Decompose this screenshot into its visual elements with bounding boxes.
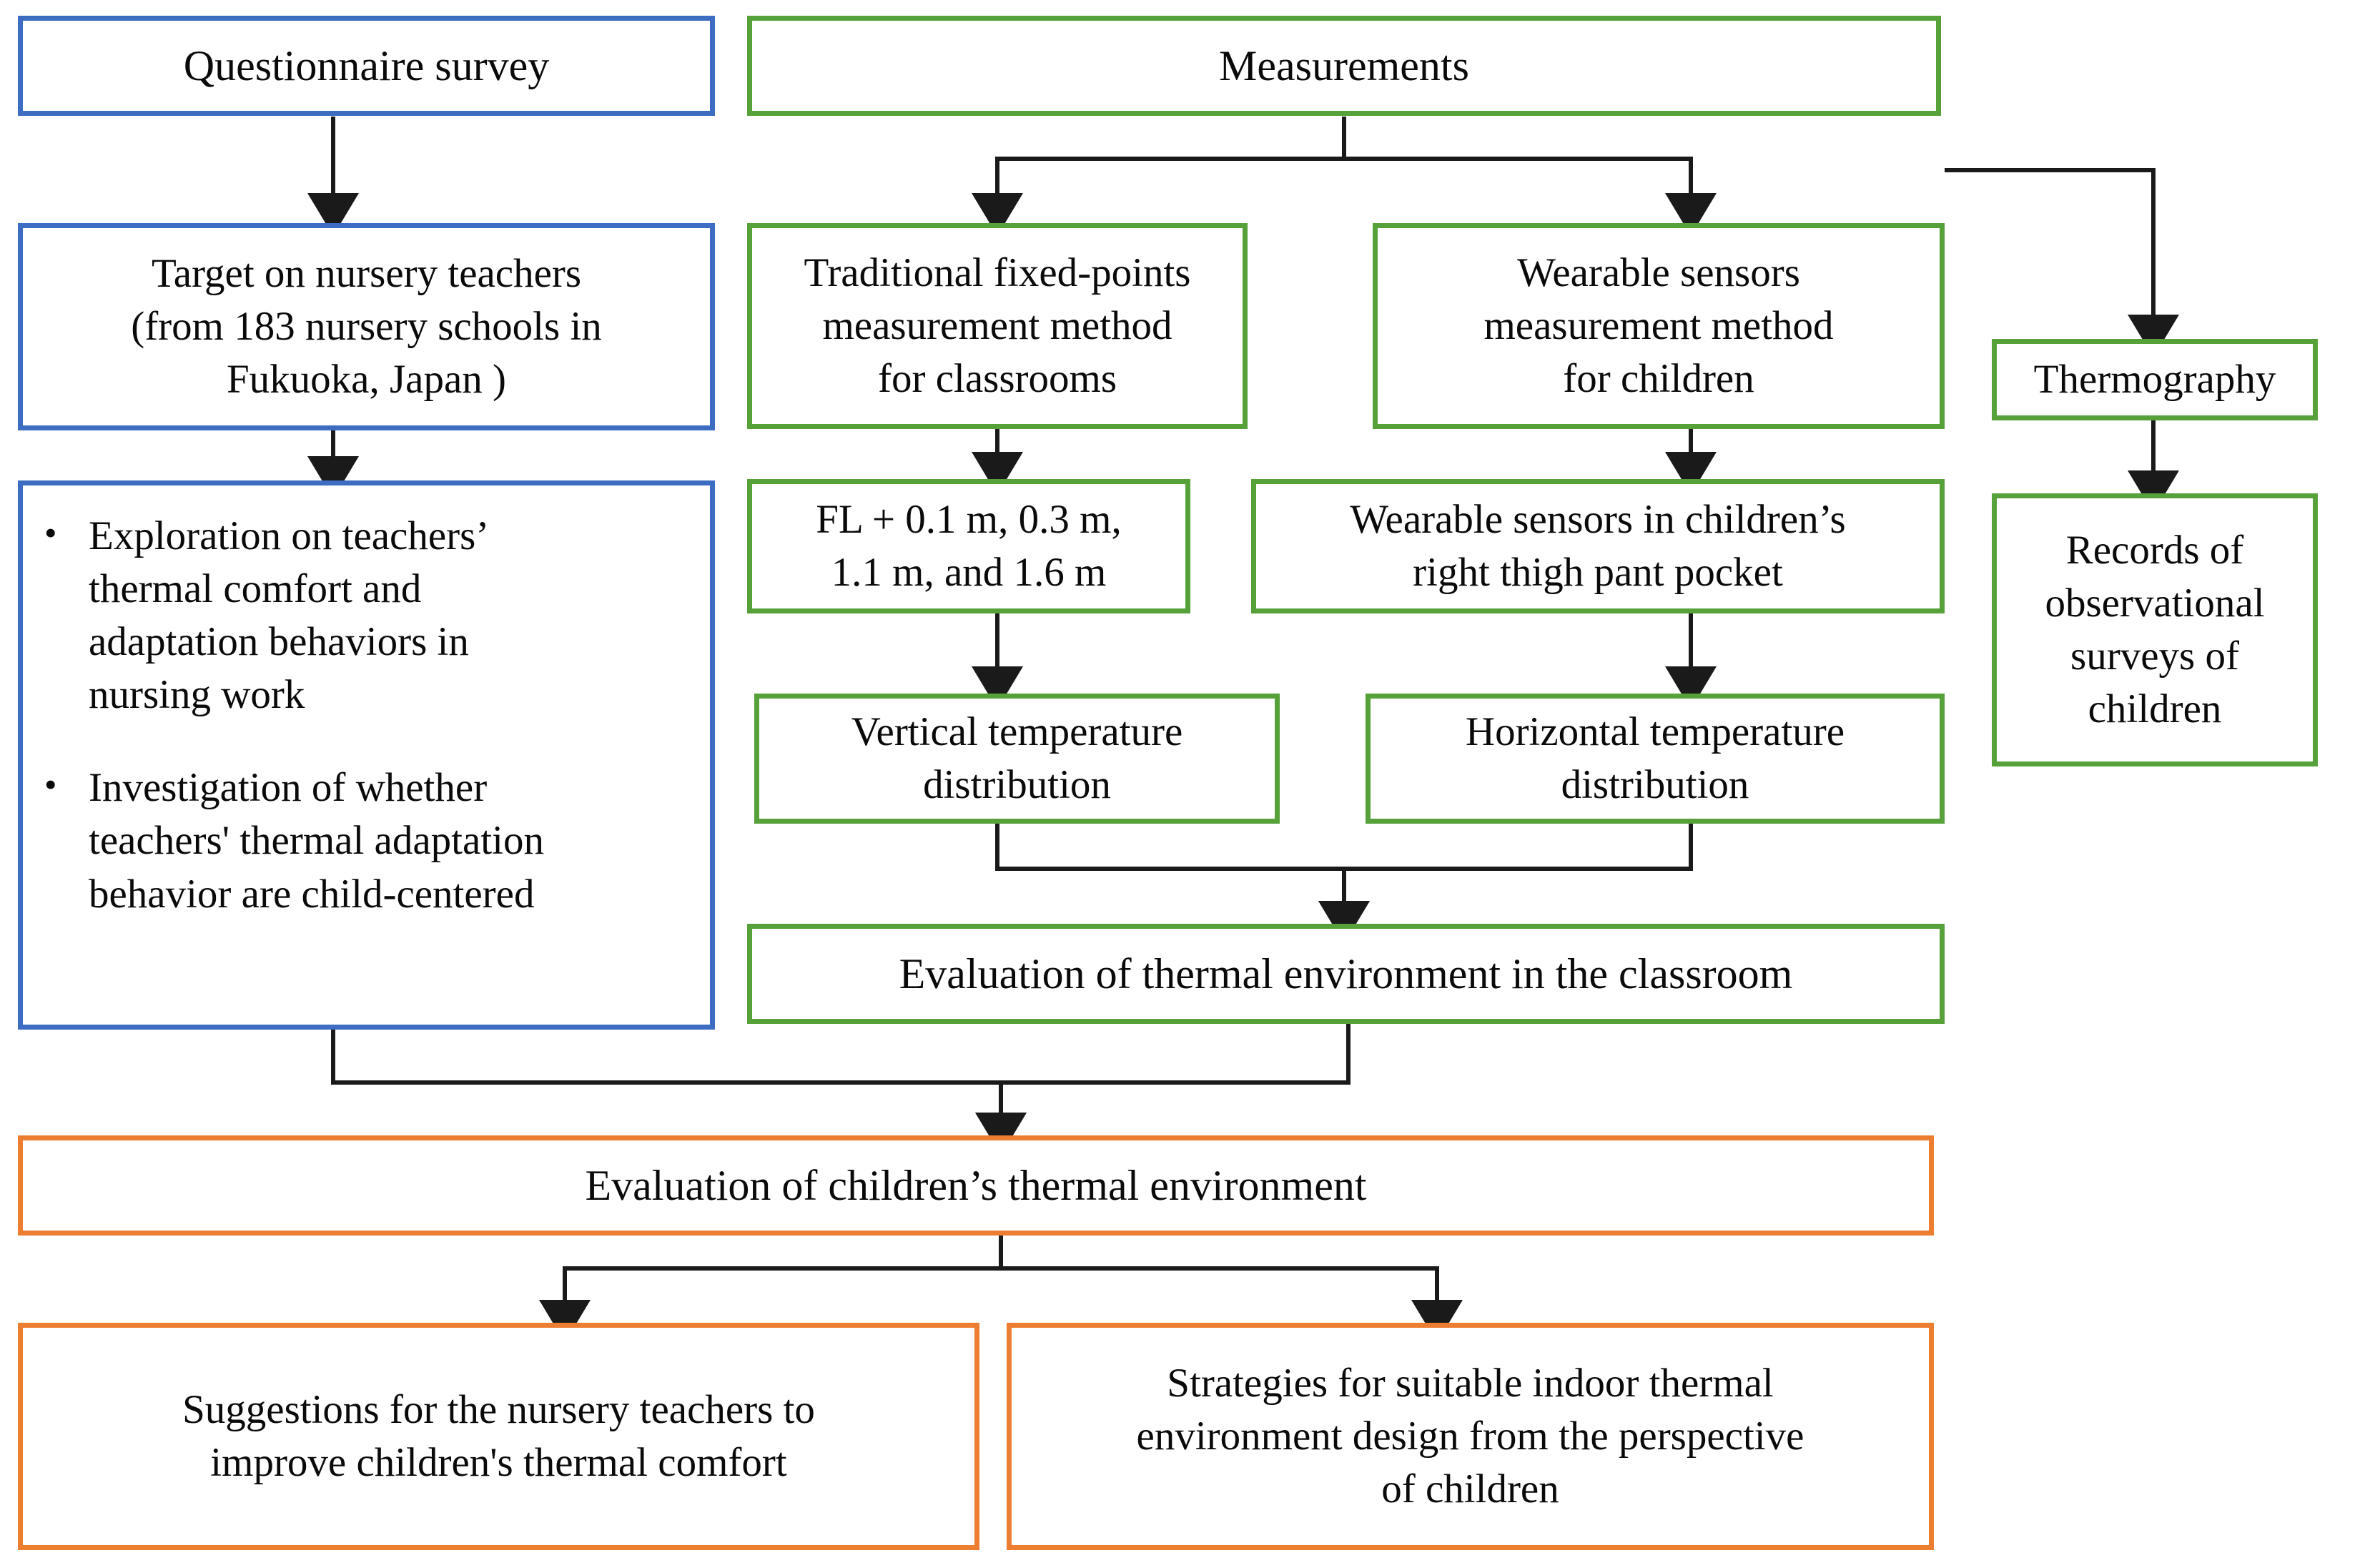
- node-sensors-pant-pocket-label: Wearable sensors in children’s right thi…: [1350, 496, 1846, 595]
- node-measurements-label: Measurements: [1219, 42, 1469, 89]
- node-evaluation-children-label: Evaluation of children’s thermal environ…: [585, 1162, 1367, 1209]
- edge-vertical-to-eval-classroom: [995, 824, 1370, 944]
- node-fl-measurement-heights[interactable]: FL + 0.1 m, 0.3 m, 1.1 m, and 1.6 m: [747, 479, 1190, 613]
- bullet-marker-icon: •: [44, 764, 57, 805]
- node-measurements[interactable]: Measurements: [747, 16, 1941, 116]
- node-traditional-fixed-points[interactable]: Traditional fixed-points measurement met…: [747, 223, 1248, 429]
- node-strategies-for-design[interactable]: Strategies for suitable indoor thermal e…: [1007, 1323, 1934, 1550]
- edge-eval-classroom-to-eval-children: [975, 1024, 1351, 1155]
- node-records-observational-surveys[interactable]: Records of observational surveys of chil…: [1992, 493, 2318, 766]
- node-thermography-label: Thermography: [2033, 356, 2276, 402]
- node-horizontal-temperature-distribution-label: Horizontal temperature distribution: [1465, 709, 1845, 807]
- edge-horizontal-to-eval-classroom: [1318, 824, 1693, 944]
- node-wearable-sensors-method[interactable]: Wearable sensors measurement method for …: [1373, 223, 1945, 429]
- node-questionnaire-survey[interactable]: Questionnaire survey: [18, 16, 715, 116]
- node-wearable-sensors-method-label: Wearable sensors measurement method for …: [1483, 250, 1834, 402]
- node-traditional-fixed-points-label: Traditional fixed-points measurement met…: [804, 250, 1191, 402]
- list-item: • Investigation of whether teachers' the…: [44, 761, 691, 920]
- node-evaluation-classroom-label: Evaluation of thermal environment in the…: [899, 950, 1793, 997]
- node-vertical-temperature-distribution[interactable]: Vertical temperature distribution: [754, 694, 1280, 824]
- edge-bullets-to-eval-children: [331, 1028, 1027, 1155]
- edge-wearable-to-thermography: [1945, 168, 2179, 358]
- list-item: • Exploration on teachers’ thermal comfo…: [44, 510, 691, 721]
- node-evaluation-children[interactable]: Evaluation of children’s thermal environ…: [18, 1135, 1934, 1236]
- node-records-observational-surveys-label: Records of observational surveys of chil…: [2045, 527, 2265, 732]
- node-fl-measurement-heights-label: FL + 0.1 m, 0.3 m, 1.1 m, and 1.6 m: [816, 496, 1122, 595]
- node-target-nursery-teachers-label: Target on nursery teachers (from 183 nur…: [131, 250, 602, 403]
- edge-measurements-to-right-method: [1342, 117, 1717, 236]
- node-strategies-for-design-label: Strategies for suitable indoor thermal e…: [1136, 1360, 1804, 1512]
- node-research-objectives[interactable]: • Exploration on teachers’ thermal comfo…: [18, 480, 715, 1030]
- bullet-text-exploration: Exploration on teachers’ thermal comfort…: [89, 513, 490, 718]
- node-suggestions-for-teachers[interactable]: Suggestions for the nursery teachers to …: [18, 1323, 979, 1550]
- node-questionnaire-survey-label: Questionnaire survey: [183, 42, 550, 89]
- bullet-marker-icon: •: [44, 513, 57, 553]
- node-vertical-temperature-distribution-label: Vertical temperature distribution: [851, 709, 1183, 807]
- node-target-nursery-teachers[interactable]: Target on nursery teachers (from 183 nur…: [18, 223, 715, 430]
- node-thermography[interactable]: Thermography: [1992, 339, 2318, 420]
- edge-measurements-to-left-method: [972, 117, 1346, 236]
- node-suggestions-for-teachers-label: Suggestions for the nursery teachers to …: [182, 1386, 815, 1485]
- bullet-text-investigation: Investigation of whether teachers' therm…: [89, 765, 544, 917]
- node-horizontal-temperature-distribution[interactable]: Horizontal temperature distribution: [1366, 694, 1945, 824]
- node-sensors-pant-pocket[interactable]: Wearable sensors in children’s right thi…: [1251, 479, 1945, 613]
- node-evaluation-classroom[interactable]: Evaluation of thermal environment in the…: [747, 924, 1945, 1024]
